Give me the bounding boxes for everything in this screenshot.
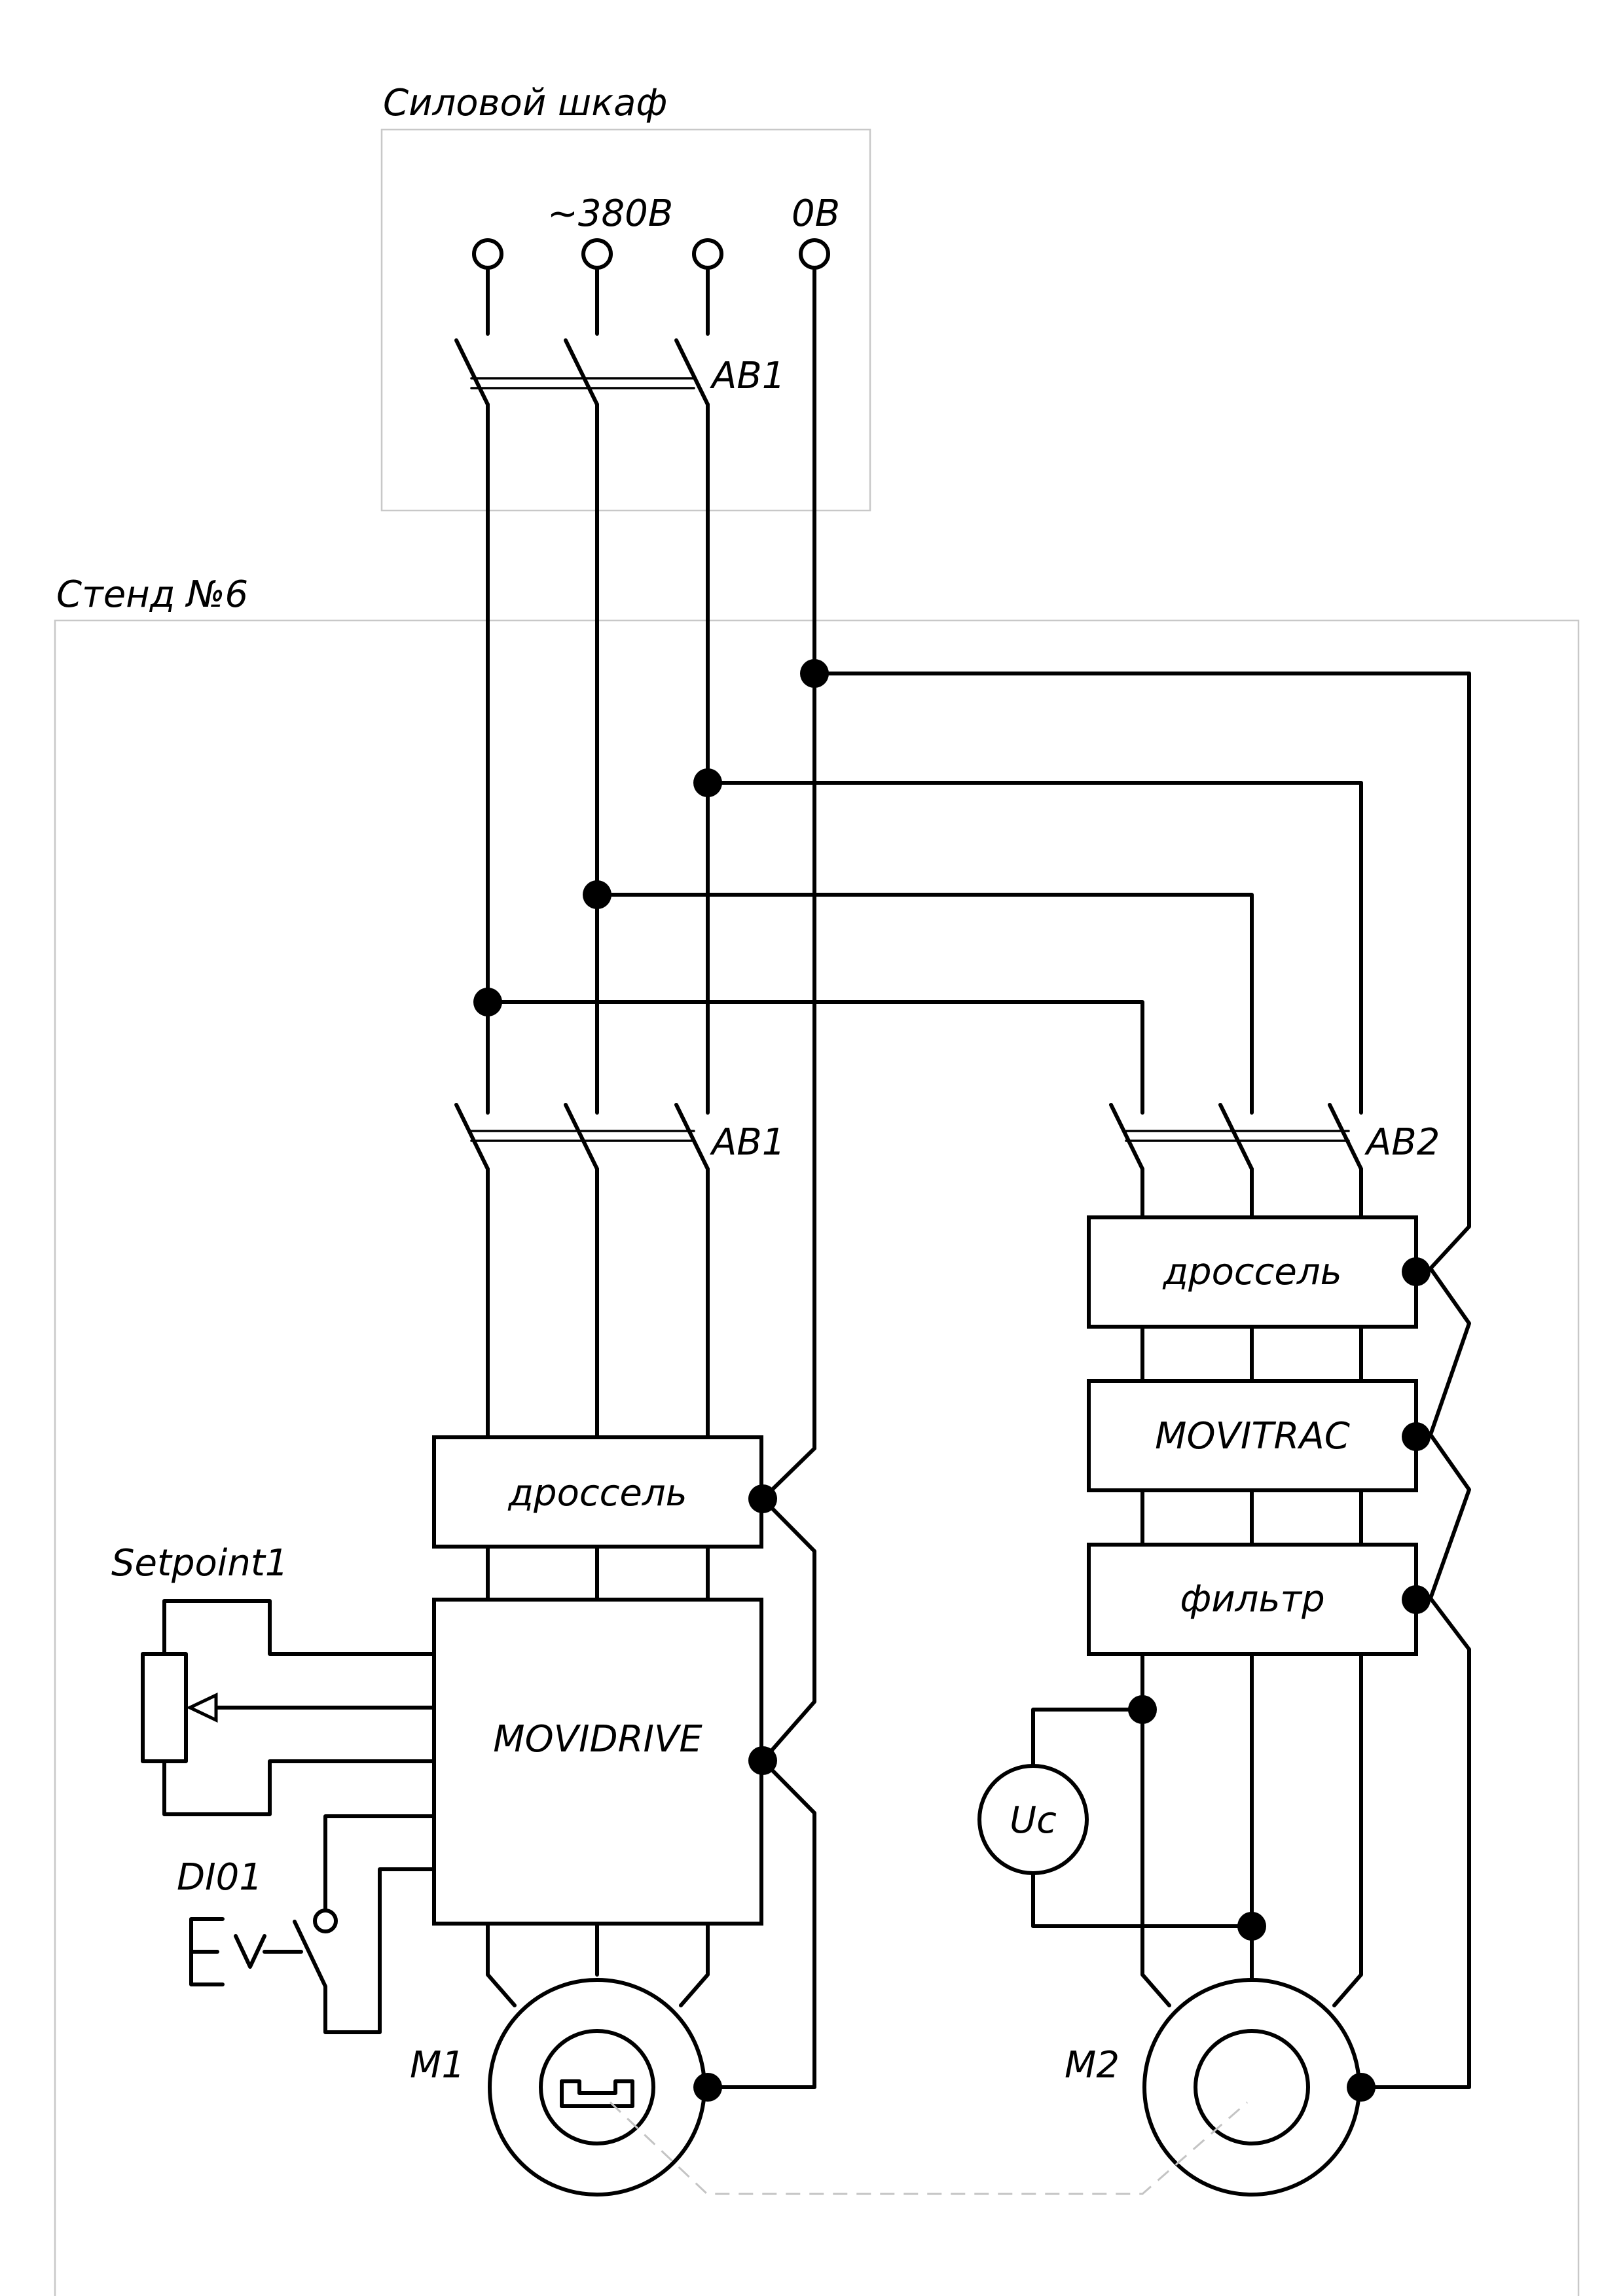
power-cabinet-frame [380, 128, 871, 512]
left-breaker-label: АВ1 [710, 1121, 785, 1164]
left-choke-label: дроссель [507, 1472, 687, 1515]
motor-m2-icon [1142, 1978, 1361, 2197]
terminal-neutral-icon [799, 238, 830, 270]
terminal-l2-icon [581, 238, 613, 270]
motor-m1-label: M1 [410, 2044, 465, 2087]
test-stand: Стенд №6 АВ1 дроссель [54, 266, 1580, 2296]
terminal-l1-icon [472, 238, 503, 270]
neutral-label: 0В [792, 192, 840, 235]
cabinet-breaker-icon [454, 338, 710, 406]
movitrac-label: MOVITRAC [1155, 1415, 1350, 1458]
setpoint-label: Setpoint1 [111, 1542, 288, 1585]
supply-voltage-label: ~380В [547, 192, 673, 235]
mechanical-coupling-line [609, 2101, 1248, 2195]
left-choke-block [432, 1435, 763, 1549]
motor-m2-label: M2 [1065, 2044, 1120, 2087]
setpoint-potentiometer-icon [141, 1599, 436, 1816]
filter-block [1087, 1543, 1418, 1656]
motor-m1-icon [488, 1978, 706, 2197]
di01-label: DI01 [177, 1856, 263, 1899]
terminal-l3-icon [692, 238, 723, 270]
voltmeter-uc-icon [977, 1708, 1254, 1928]
right-breaker-icon [1109, 1103, 1363, 1171]
right-breaker-label: АВ2 [1364, 1121, 1440, 1164]
left-breaker-icon [454, 1103, 710, 1171]
power-cabinet: Силовой шкаф ~380В 0В АВ1 [380, 82, 871, 512]
test-stand-title: Стенд №6 [56, 573, 248, 616]
test-stand-frame [54, 619, 1580, 2296]
right-choke-label: дроссель [1162, 1251, 1341, 1293]
voltmeter-uc-label: Uc [1010, 1799, 1057, 1842]
right-choke-block [1087, 1215, 1418, 1329]
cabinet-breaker-label: АВ1 [710, 355, 785, 397]
di01-switch-icon [189, 1814, 436, 2034]
filter-label: фильтр [1180, 1578, 1324, 1621]
movidrive-block [432, 1598, 763, 1926]
movidrive-label: MOVIDRIVE [493, 1718, 702, 1761]
power-cabinet-title: Силовой шкаф [383, 82, 667, 124]
